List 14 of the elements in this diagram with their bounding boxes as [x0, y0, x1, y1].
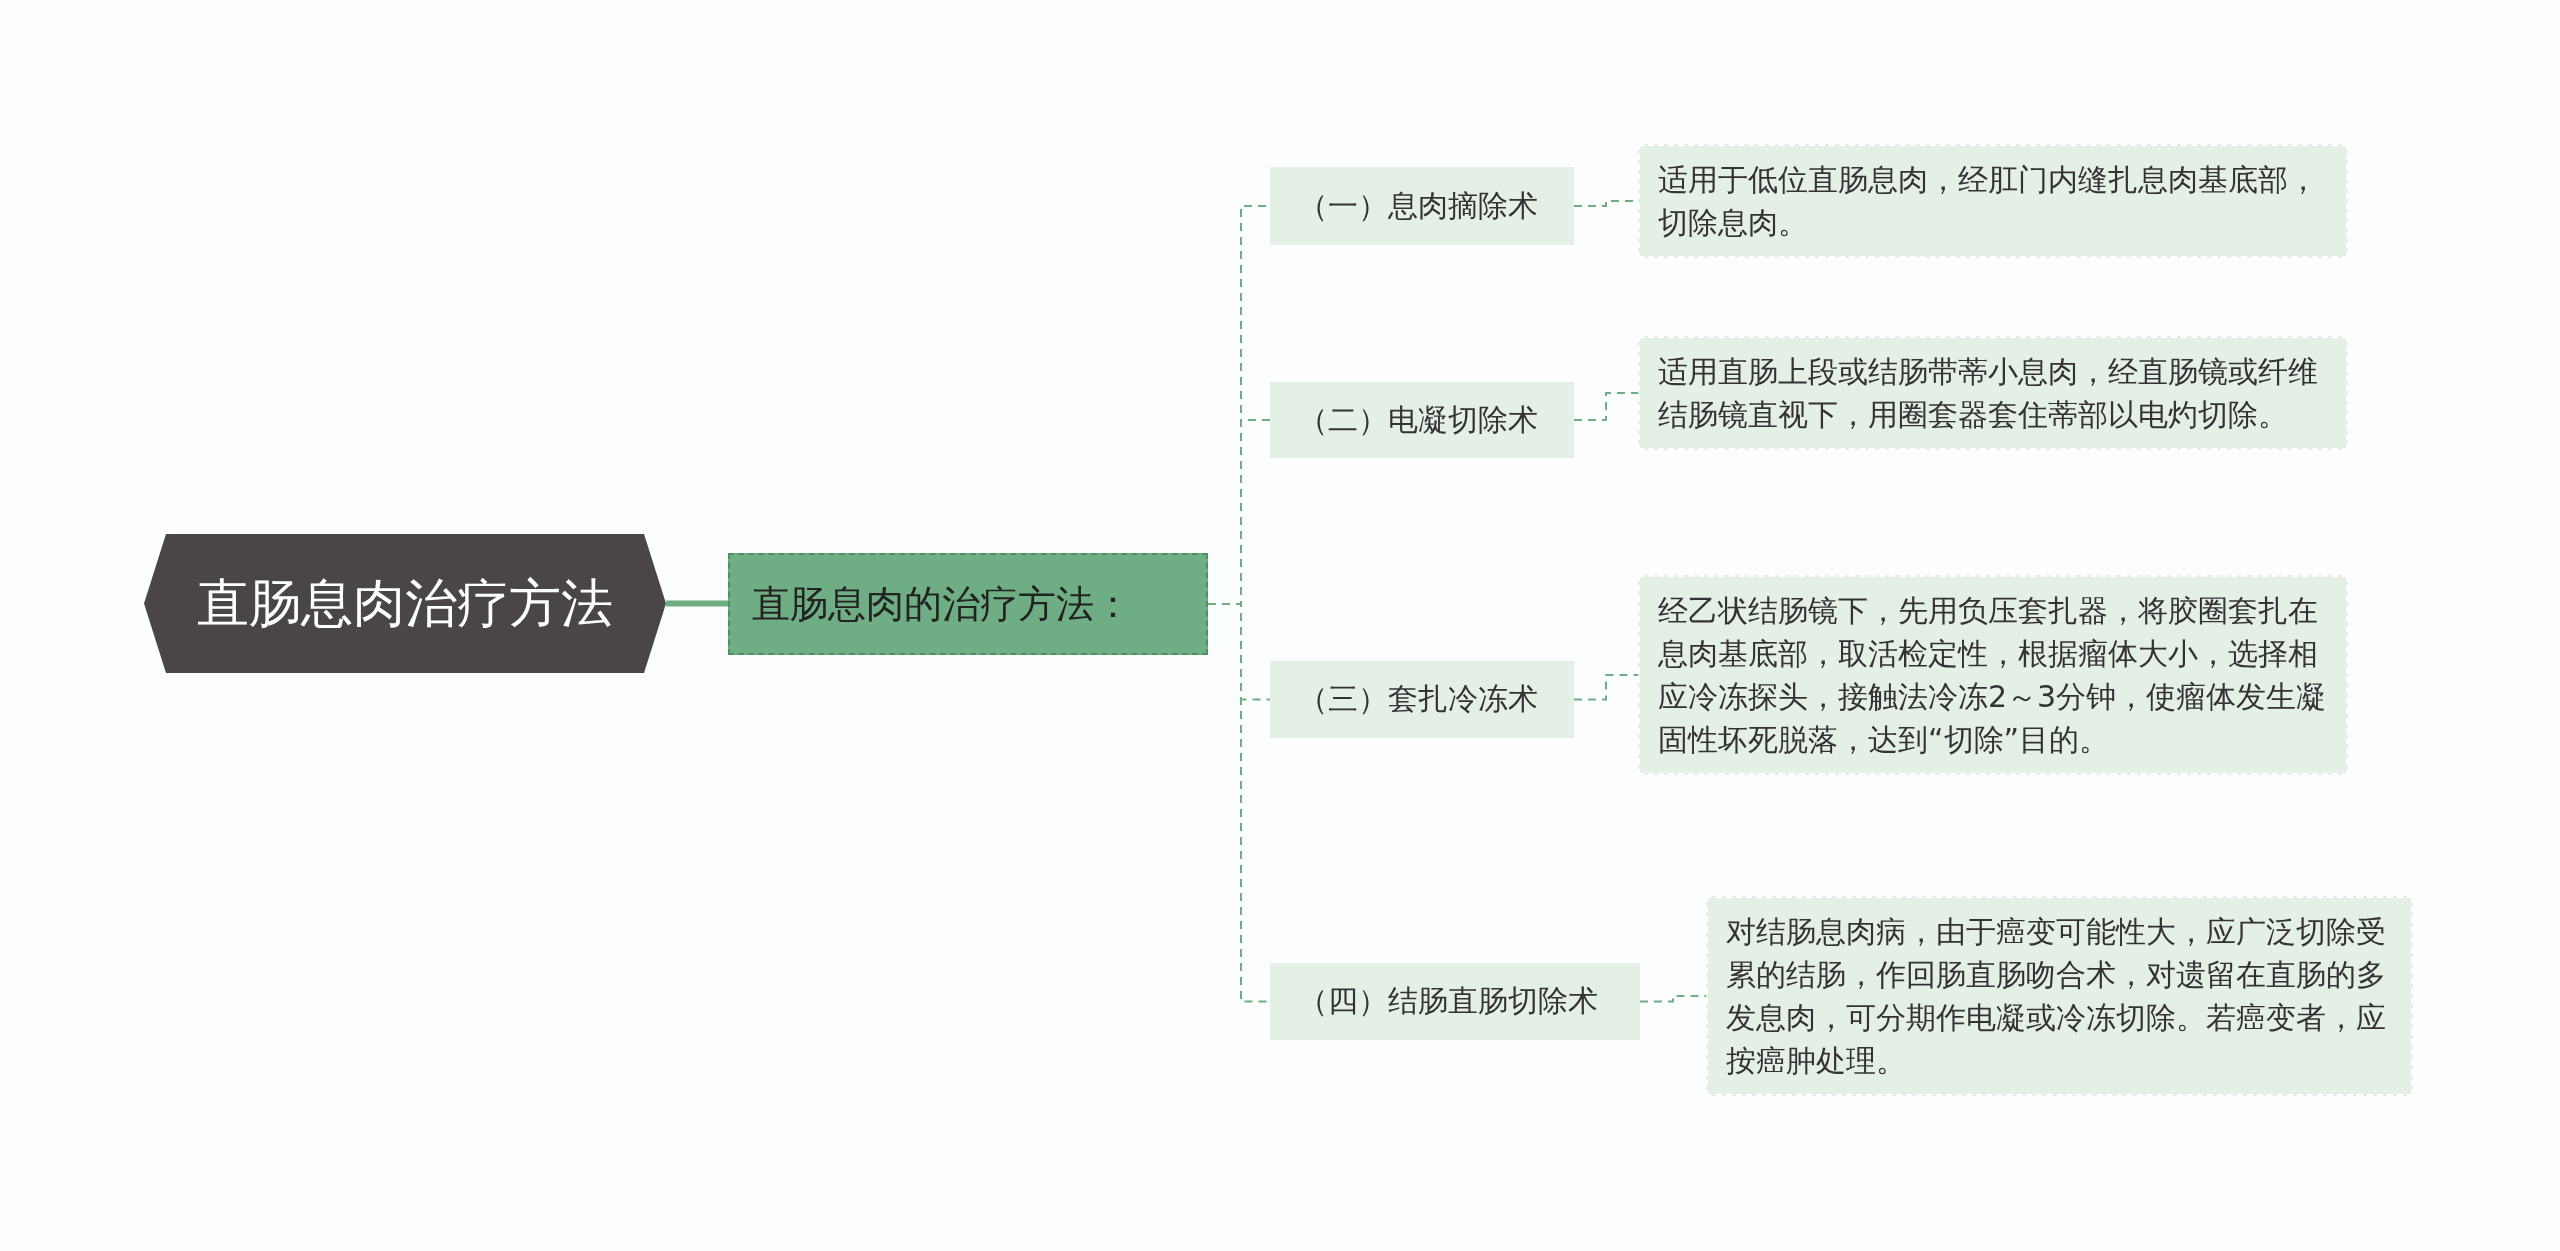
description-box: 经乙状结肠镜下，先用负压套扎器，将胶圈套扎在息肉基底部，取活检定性，根据瘤体大小，选择相应冷冻探头，接触法冷冻2～3分钟，使瘤体发生凝固性坏死脱落，达到“切除”目的。 — [1638, 575, 2348, 775]
topic-hexagon: 直肠息肉治疗方法 — [144, 534, 666, 673]
method-box: （一）息肉摘除术 — [1270, 167, 1574, 245]
connector-line — [1573, 392, 1639, 421]
description-box: 对结肠息肉病，由于癌变可能性大，应广泛切除受累的结肠，作回肠直肠吻合术，对遗留在直肠的多发息肉，可分期作电凝或冷冻切除。若癌变者，应按癌肿处理。 — [1706, 896, 2413, 1096]
method-box: （四）结肠直肠切除术 — [1270, 963, 1640, 1040]
method-box: （二）电凝切除术 — [1270, 382, 1574, 458]
connector-line — [1639, 995, 1707, 1003]
subtopic-box: 直肠息肉的治疗方法： — [728, 553, 1208, 655]
description-box: 适用于低位直肠息肉，经肛门内缝扎息肉基底部，切除息肉。 — [1638, 144, 2348, 258]
description-box: 适用直肠上段或结肠带蒂小息肉，经直肠镜或纤维结肠镜直视下，用圈套器套住蒂部以电灼切除。 — [1638, 336, 2348, 450]
connector-line — [666, 600, 728, 607]
connector-line — [1573, 674, 1639, 701]
method-box: （三）套扎冷冻术 — [1270, 661, 1574, 738]
